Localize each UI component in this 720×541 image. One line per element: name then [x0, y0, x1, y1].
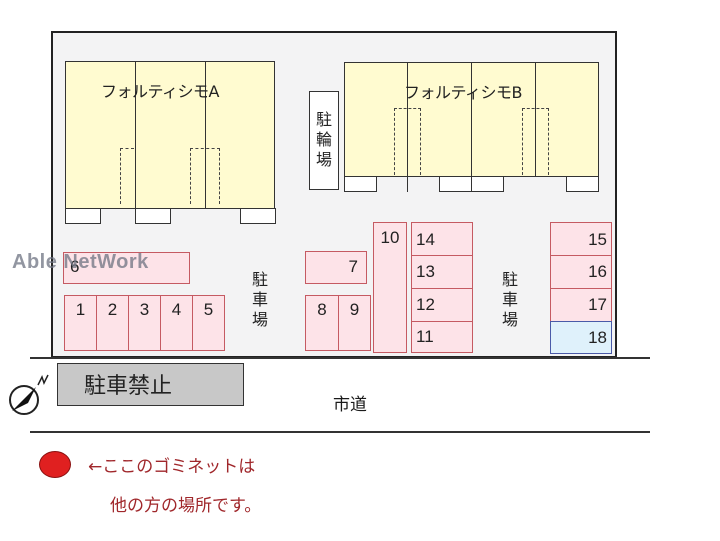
parking-space-6: 6 [63, 252, 190, 284]
building-b-label: フォルティシモB [404, 83, 523, 102]
parking-space-5: 5 [192, 295, 225, 351]
compass-icon [6, 373, 52, 419]
parking-space-7: 7 [305, 251, 367, 284]
unit-divider [471, 62, 472, 192]
parking-space-3: 3 [128, 295, 161, 351]
building-a [65, 61, 275, 209]
porch [471, 176, 504, 192]
parking-space-8: 8 [305, 295, 339, 351]
road-edge-top [30, 357, 650, 359]
watermark: Able NetWork [12, 251, 149, 273]
building-a-label: フォルティシモA [101, 82, 220, 101]
parking-area-label: 駐車場 [251, 270, 268, 329]
parking-space-9: 9 [338, 295, 371, 351]
stairs-outline [522, 108, 549, 175]
parking-space-17: 17 [550, 288, 612, 322]
porch [439, 176, 472, 192]
unit-divider [135, 61, 136, 209]
stairs-outline [190, 148, 220, 204]
parking-space-4: 4 [160, 295, 193, 351]
stairs-outline [394, 108, 421, 175]
stairs-outline [120, 148, 134, 204]
note-line-2: 他の方の場所です。 [110, 496, 262, 516]
unit-divider [407, 62, 408, 192]
note-line-1: ←ここのゴミネットは [88, 457, 256, 477]
parking-space-15: 15 [550, 222, 612, 256]
no-parking-zone: 駐車禁止 [57, 363, 244, 406]
parking-space-11: 11 [411, 321, 473, 353]
unit-divider [535, 62, 536, 177]
parking-space-10: 10 [373, 222, 407, 353]
road-label: 市道 [333, 395, 367, 415]
parking-space-2: 2 [96, 295, 129, 351]
parking-space-14: 14 [411, 222, 473, 256]
porch [344, 176, 377, 192]
parking-space-16: 16 [550, 255, 612, 289]
garbage-net-marker [39, 451, 71, 478]
unit-divider [205, 61, 206, 209]
parking-space-1: 1 [64, 295, 97, 351]
parking-space-13: 13 [411, 255, 473, 289]
bicycle-parking-label: 駐輪場 [315, 110, 332, 169]
porch [65, 208, 101, 224]
porch [240, 208, 276, 224]
road-edge-bottom [30, 431, 650, 433]
bicycle-parking [309, 91, 339, 190]
porch [566, 176, 599, 192]
porch [135, 208, 171, 224]
parking-area-label: 駐車場 [501, 270, 518, 329]
parking-space-12: 12 [411, 288, 473, 322]
parking-space-18: 18 [550, 321, 612, 354]
